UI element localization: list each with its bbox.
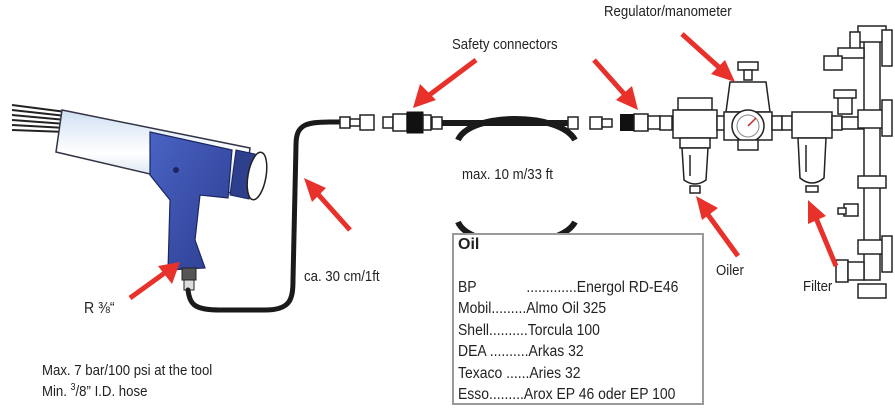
oil-row: BP.............Energol RD-E46 [458, 279, 679, 296]
oiler-unit [659, 97, 728, 194]
oiler-label: Oiler [716, 262, 744, 279]
rivet-tool [11, 104, 268, 291]
pressure-notes: Max. 7 bar/100 psi at the tool Min. 3/8”… [42, 362, 212, 400]
oil-brand: Texaco [458, 365, 503, 382]
oil-row: Texaco ......Aries 32 [458, 365, 581, 382]
oil-product: Arkas 32 [528, 343, 584, 360]
arrow-oiler [696, 196, 741, 258]
arrow-filter [808, 200, 839, 267]
oil-title: Oil [458, 236, 480, 253]
callout-arrows [128, 32, 839, 301]
oil-product: Almo Oil 325 [526, 300, 607, 317]
hose-note: Min. 3/8” I.D. hose [42, 379, 212, 400]
arrow-short-hose [304, 178, 352, 232]
regulator-unit [723, 61, 783, 151]
arrow-regulator [680, 32, 735, 82]
oil-row: Shell..........Torcula 100 [458, 322, 600, 339]
oil-brand: Mobil [458, 300, 492, 317]
oil-brand: BP [458, 279, 477, 296]
oil-brand: Shell [458, 322, 490, 339]
supply-piping [823, 25, 893, 299]
safety-connectors-label: Safety connectors [452, 36, 558, 53]
hose-note-suffix: /8” I.D. hose [75, 383, 148, 400]
arrow-safety-right [592, 58, 638, 110]
oil-row: Esso.........Arox EP 46 oder EP 100 [458, 386, 676, 403]
pressure-note: Max. 7 bar/100 psi at the tool [42, 362, 213, 379]
filter-label: Filter [803, 278, 833, 295]
oil-brand: DEA [458, 343, 486, 360]
oil-product: Aries 32 [529, 365, 581, 382]
arrow-thread [128, 262, 180, 301]
short-hose-label: ca. 30 cm/1ft [304, 268, 380, 285]
arrow-safety-left [413, 58, 478, 108]
oil-product: Arox EP 46 oder EP 100 [523, 386, 676, 403]
oil-recommendation-box: Oil BP.............Energol RD-E46 Mobil.… [452, 233, 704, 405]
oil-row: Mobil.........Almo Oil 325 [458, 300, 607, 317]
short-hose [185, 119, 343, 313]
connector-set-right [589, 113, 661, 132]
oil-product: Energol RD-E46 [576, 279, 679, 296]
hose-note-prefix: Min. [42, 383, 71, 400]
oil-row: DEA ..........Arkas 32 [458, 343, 584, 360]
oil-product: Torcula 100 [527, 322, 600, 339]
oil-brand: Esso [458, 386, 490, 403]
thread-label: R ⅜“ [84, 300, 115, 317]
regulator-label: Regulator/manometer [604, 3, 732, 20]
hose-length-label: max. 10 m/33 ft [462, 166, 553, 183]
filter-unit [781, 111, 843, 193]
connector-set-left [339, 111, 432, 134]
hose-note-sup: 3 [70, 382, 76, 393]
